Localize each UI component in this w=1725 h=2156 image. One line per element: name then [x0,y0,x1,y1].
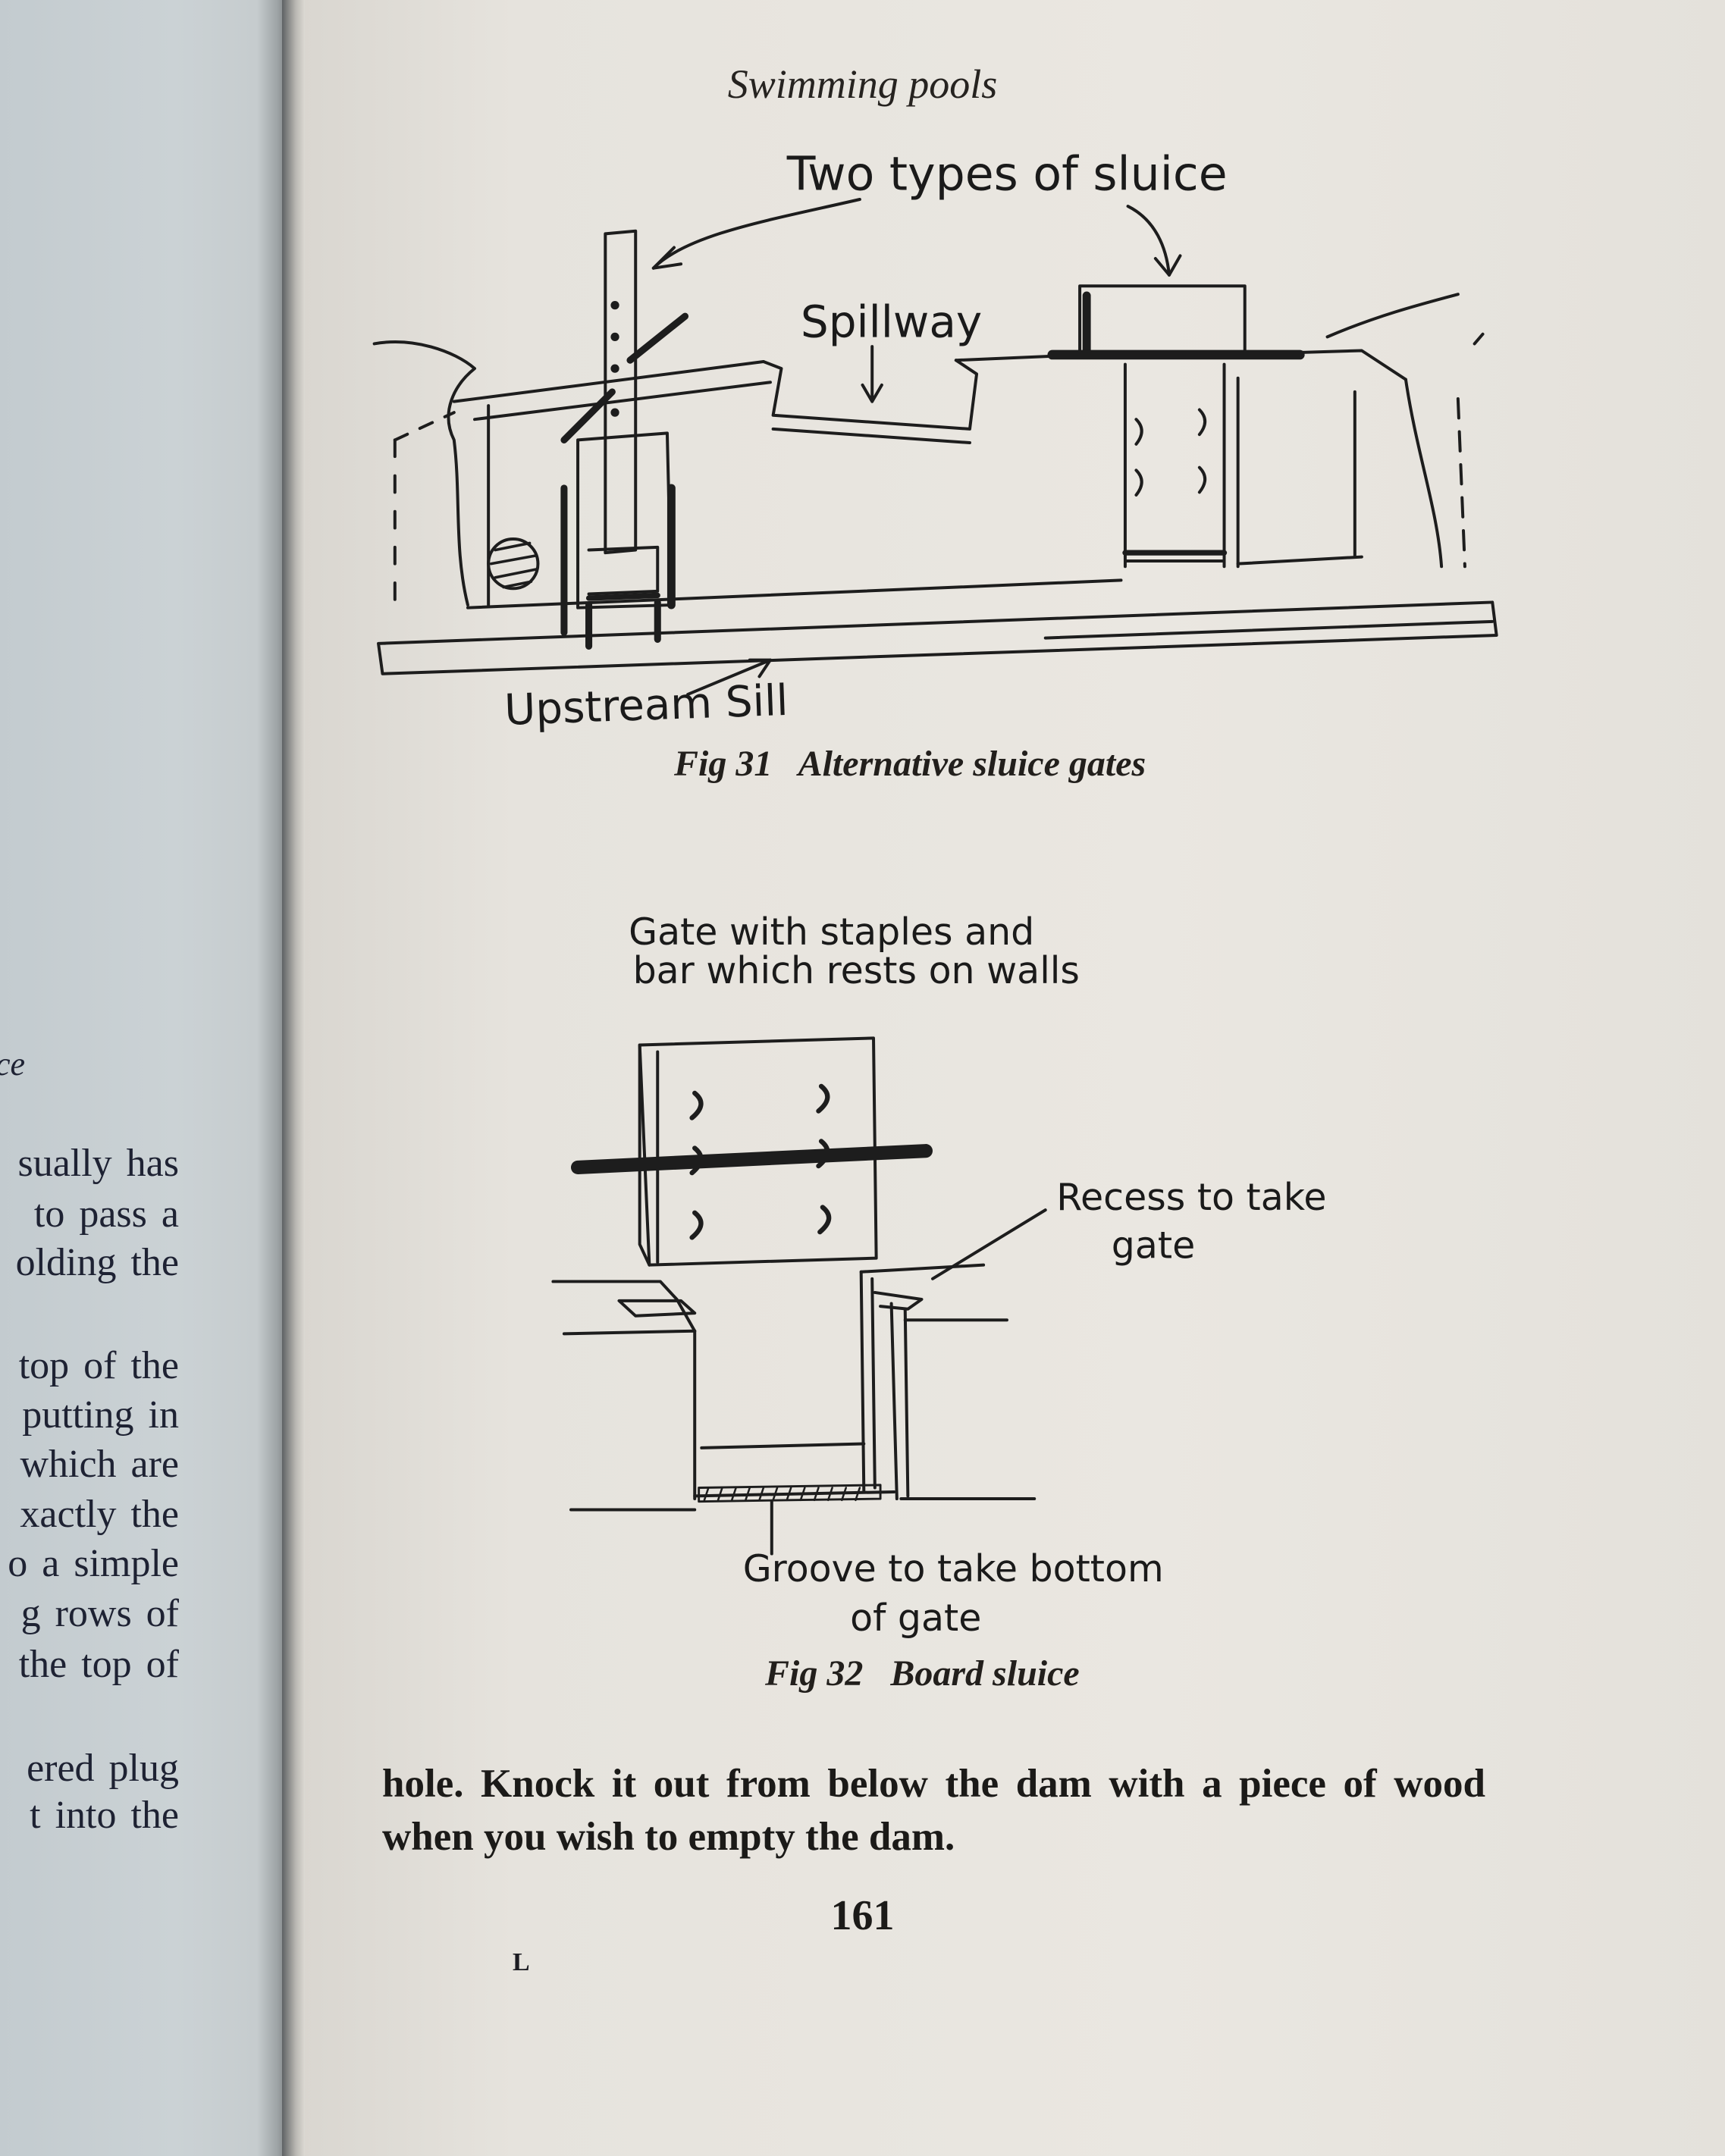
figure-31-caption-title: Alternative sluice gates [798,744,1146,784]
left-page-line: the top of [18,1643,179,1686]
figure-32-label-recess-line1: Recess to take [1056,1176,1326,1219]
left-page-line: sually has [17,1142,179,1185]
figure-32-label-recess-line2: gate [1112,1224,1195,1268]
figure-31-drawing [372,198,1498,696]
figure-32-caption-number: Fig 32 [765,1653,864,1694]
figure-32-caption: Fig 32 Board sluice [765,1653,1080,1694]
body-line: hole. Knock it out from below the dam wi… [382,1762,1485,1806]
signature-mark: L [513,1948,530,1976]
left-page: ce sually has to pass a olding the top o… [0,0,292,2156]
body-paragraph: hole. Knock it out from below the dam wi… [382,1757,1485,1863]
figure-31-caption: Fig 31 Alternative sluice gates [674,743,1146,785]
figure-32-caption-title: Board sluice [890,1653,1080,1694]
left-page-line: to pass a [33,1192,179,1236]
figure-32-label-groove-line2: of gate [850,1597,981,1640]
left-page-line: which are [20,1443,179,1486]
left-page-line: g rows of [20,1592,179,1635]
page-number: 161 [830,1892,895,1939]
figure-31-caption-number: Fig 31 [674,744,773,784]
figure-31-label-sill: Upstream Sill [503,676,789,735]
figure-32-label-gate-line1: Gate with staples and [629,910,1034,954]
left-page-line: t into the [30,1794,179,1837]
figure-32-label-groove-line1: Groove to take bottom [743,1547,1164,1590]
figure-31-label-spillway: Spillway [801,296,982,347]
left-page-heading-fragment: ce [0,1045,25,1083]
figure-32-label-gate-line2: bar which rests on walls [633,949,1080,992]
left-page-line: xactly the [20,1493,179,1536]
left-page-line: top of the [18,1344,179,1387]
left-page-line: putting in [22,1393,179,1437]
left-page-line: ered plug [27,1747,179,1790]
book-spine [282,0,305,2156]
figure-31-label-types: Two types of sluice [786,146,1228,201]
figure-32-drawing [551,1036,1047,1556]
left-page-line: o a simple [8,1542,179,1585]
left-page-line: olding the [15,1241,179,1284]
body-line: when you wish to empty the dam. [382,1815,955,1859]
running-head: Swimming pools [727,61,998,107]
